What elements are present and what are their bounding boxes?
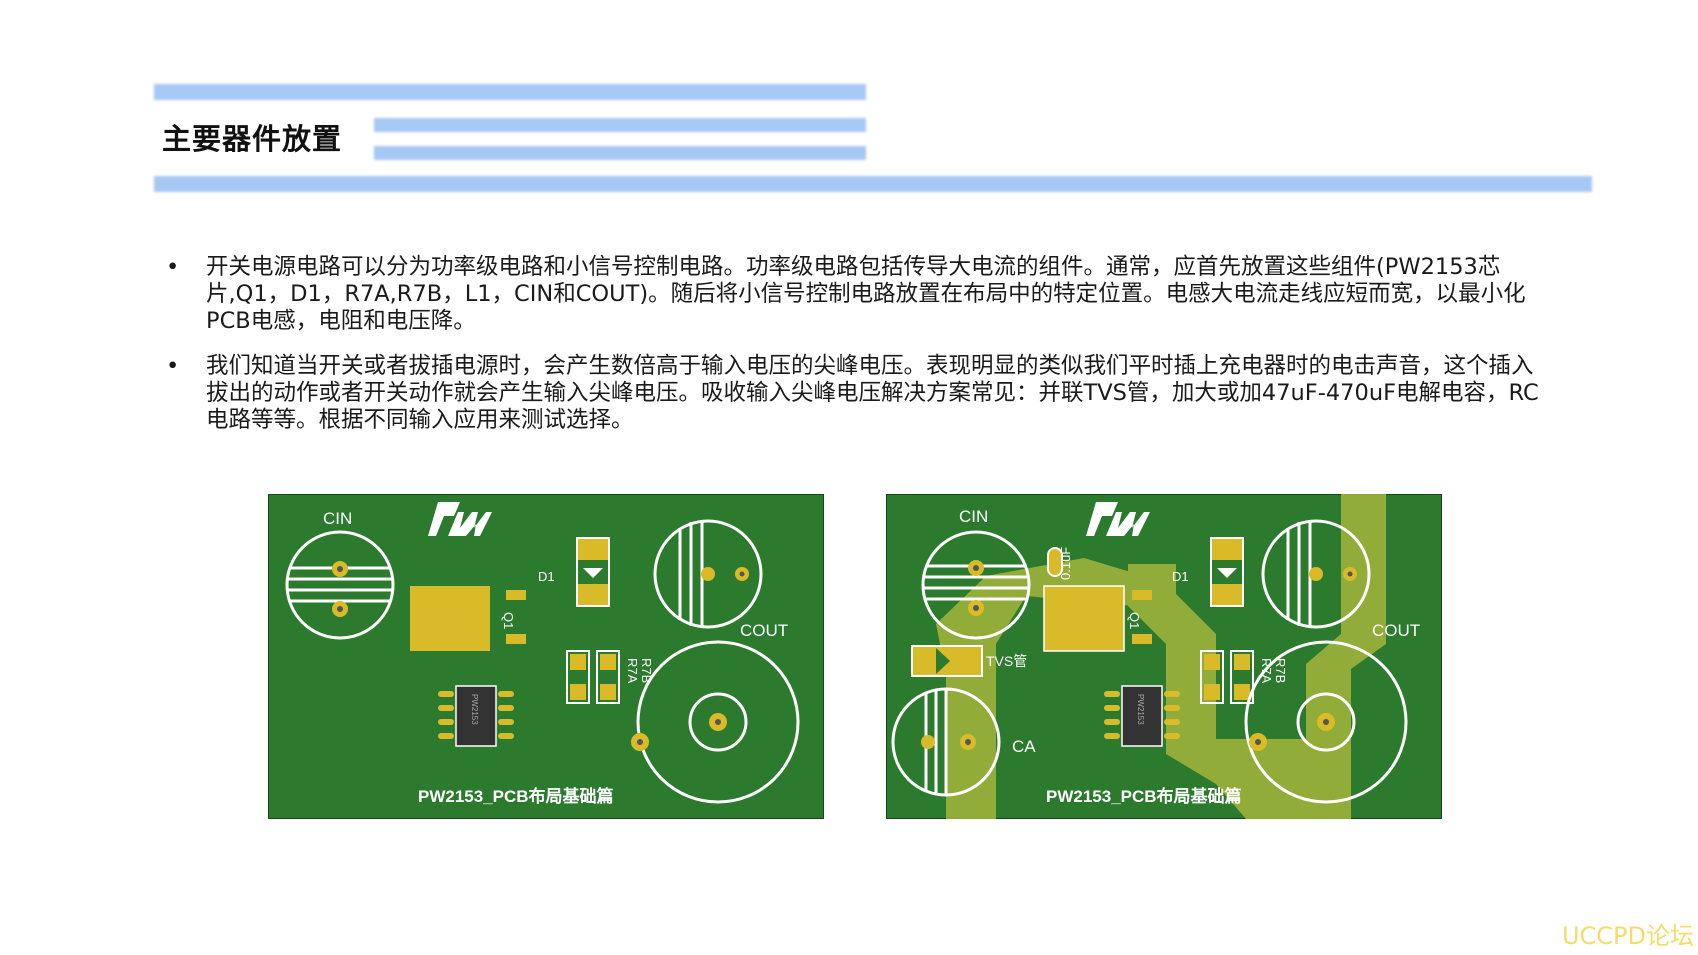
r7b-label: R7B [1273,658,1288,683]
header-bar-mid-1 [374,118,866,132]
bullet-list: • 开关电源电路可以分为功率级电路和小信号控制电路。功率级电路包括传导大电流的组… [166,254,1546,452]
q1-label: Q1 [501,612,516,629]
pw2153-chip [455,685,497,747]
pw2153-chip [1121,685,1163,747]
board-background [268,494,824,819]
tvs-label: TVS管 [986,653,1027,669]
ca-capacitor [891,687,1001,797]
header-bar-mid-2 [374,146,866,160]
cout-label: COUT [1372,621,1420,640]
rw-logo-icon [428,502,492,536]
pcb-board-right: CIN 0.1uF Q1 D1 TVS管 CA R7A R7B PW2153 [886,494,1442,819]
d1-pad-top [578,538,608,560]
copper-pour [936,494,1386,819]
d1-label: D1 [1172,569,1189,584]
header-bar-bottom [154,176,1592,192]
cap-01uf-label: 0.1uF [1058,547,1073,580]
cin-label: CIN [959,507,988,526]
chip-label: PW2153 [1136,694,1145,725]
bullet-text: 我们知道当开关或者拔插电源时，会产生数倍高于输入电压的尖峰电压。表现明显的类似我… [206,353,1539,433]
r7a-label: R7A [625,658,640,684]
q1-pad [410,586,490,651]
bullet-marker: • [166,353,180,379]
bullet-item: • 我们知道当开关或者拔插电源时，会产生数倍高于输入电压的尖峰电压。表现明显的类… [166,353,1546,434]
q1-label: Q1 [1127,612,1142,629]
chip-label: PW2153 [470,694,479,725]
d1-pad-bottom [578,584,608,606]
bullet-marker: • [166,254,180,280]
board-caption: PW2153_PCB布局基础篇 [418,786,614,806]
cin-label: CIN [323,509,352,528]
rw-logo-icon [1086,502,1150,536]
pcb-board-left: CIN Q1 D1 R7A R7B PW2153 COUT [268,494,824,819]
cout-large-capacitor [636,640,800,804]
cout-large-capacitor [1244,640,1408,804]
d1-label: D1 [538,569,555,584]
cin-capacitor [921,530,1031,640]
bullet-item: • 开关电源电路可以分为功率级电路和小信号控制电路。功率级电路包括传导大电流的组… [166,254,1546,335]
ca-label: CA [1012,737,1036,756]
q1-pad [1043,585,1125,652]
board-caption: PW2153_PCB布局基础篇 [1046,786,1242,806]
watermark: UCCPD论坛 [1561,922,1694,950]
cin-capacitor [285,530,395,640]
bullet-text: 开关电源电路可以分为功率级电路和小信号控制电路。功率级电路包括传导大电流的组件。… [206,254,1526,334]
cap-01uf [1047,547,1063,577]
header-bar-top [154,84,866,100]
cout-label: COUT [740,621,788,640]
page-title: 主要器件放置 [162,122,343,156]
